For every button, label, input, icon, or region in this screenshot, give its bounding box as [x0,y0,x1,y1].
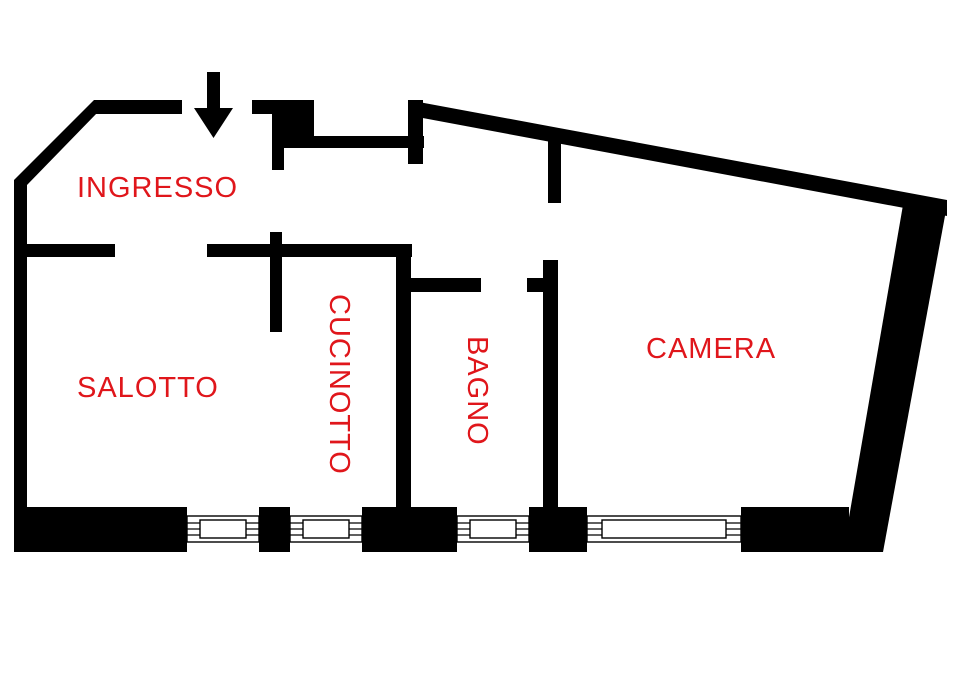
wall-bottom-block-3 [362,507,457,552]
wall-bagno-camera-stub [527,278,558,292]
room-labels: INGRESSO SALOTTO CAMERA CUCINOTTO BAGNO [77,172,776,475]
wall-pillar-stem [272,100,284,170]
bottom-wall [14,507,849,552]
wall-ingresso-salotto-left [27,244,115,257]
wall-camera-top-slanted [408,100,947,216]
window-1 [186,515,260,543]
room-label-bagno: BAGNO [461,336,493,446]
wall-bottom-block-1 [14,507,187,552]
room-label-cucinotto: CUCINOTTO [323,294,355,475]
wall-left-outer [14,100,97,525]
wall-bagno-top [411,278,481,292]
room-label-camera: CAMERA [646,333,776,365]
wall-cucinotto-bagno [396,244,411,509]
window-2 [289,515,363,543]
wall-cross-stub [270,232,282,332]
walls [14,100,947,552]
wall-camera-stub [548,140,561,203]
wall-camera-right [843,205,947,552]
wall-bottom-block-4 [529,507,587,552]
window-4 [586,515,742,543]
wall-bagno-camera [543,260,558,510]
room-label-salotto: SALOTTO [77,372,219,404]
wall-top-left [94,100,182,114]
wall-bottom-block-2 [259,507,290,552]
arrow-down-icon [194,72,233,138]
wall-top-middle [284,136,424,148]
room-label-ingresso: INGRESSO [77,172,238,204]
wall-bottom-block-5 [741,507,849,552]
wall-ingresso-salotto-right [207,244,412,257]
window-3 [456,515,530,543]
